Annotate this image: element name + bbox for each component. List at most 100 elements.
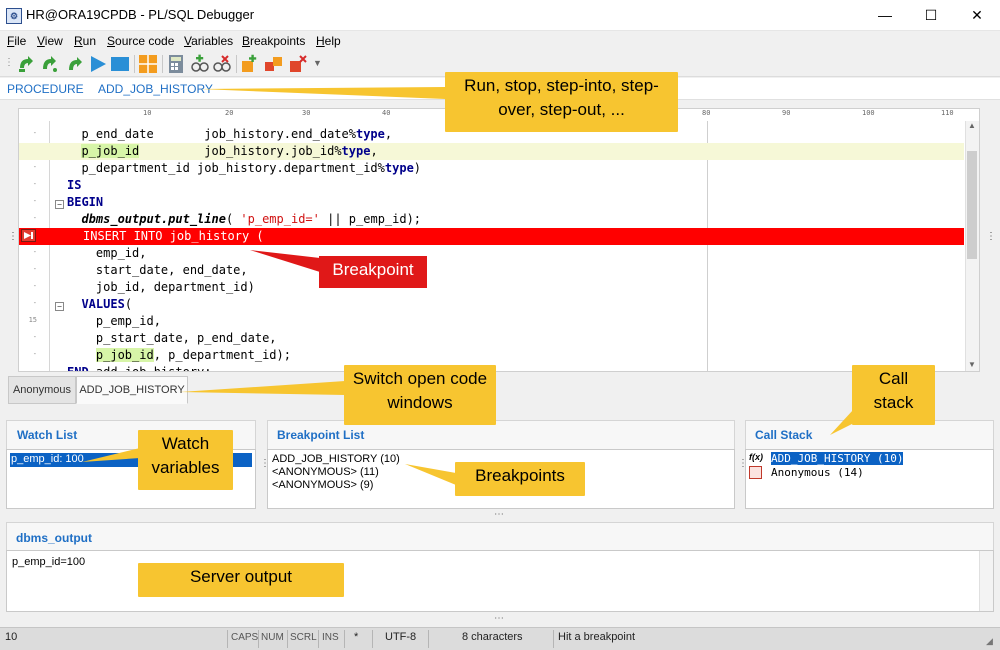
panel-splitter-handle[interactable]: ⋮ bbox=[260, 458, 270, 469]
status-ins: INS bbox=[322, 632, 339, 643]
code-line: END add_job_history; bbox=[19, 364, 964, 372]
right-splitter-handle[interactable]: ⋮ bbox=[986, 231, 996, 242]
code-text: dbms_output.put_line( 'p_emp_id=' || p_e… bbox=[81, 212, 422, 226]
dbms-output-text: p_emp_id=100 bbox=[12, 556, 86, 568]
add-breakpoint-icon[interactable] bbox=[240, 54, 260, 74]
call-stack-panel[interactable]: f(x) ADD_JOB_HISTORY (10) Anonymous (14) bbox=[745, 449, 994, 509]
menu-run[interactable]: Run bbox=[74, 34, 97, 48]
title-bar: ⚙ HR@ORA19CPDB - PL/SQL Debugger — ☐ ✕ bbox=[0, 0, 1000, 31]
menu-breakpoints[interactable]: Breakpoints bbox=[242, 34, 306, 48]
callout-breakpoint: Breakpoint bbox=[319, 256, 427, 288]
code-text: p_start_date, p_end_date, bbox=[67, 331, 277, 345]
call-stack-title: Call Stack bbox=[755, 428, 813, 442]
status-separator bbox=[258, 630, 259, 648]
output-scrollbar[interactable] bbox=[979, 551, 993, 611]
code-text: emp_id, bbox=[67, 246, 147, 260]
tab-anonymous[interactable]: Anonymous bbox=[8, 376, 76, 404]
code-text: BEGIN bbox=[67, 195, 104, 209]
code-line: BEGIN bbox=[19, 194, 964, 211]
close-button[interactable]: ✕ bbox=[971, 7, 983, 23]
code-editor[interactable]: 10 20 30 40 50 60 70 80 90 100 110 - 5 -… bbox=[18, 108, 980, 372]
ruler-tick: 90 bbox=[782, 109, 791, 117]
menu-view[interactable]: View bbox=[37, 34, 63, 48]
code-line: p_department_id job_history.department_i… bbox=[19, 160, 964, 177]
callout-server-output: Server output bbox=[138, 563, 344, 597]
breakpoint-line[interactable]: INSERT INTO job_history ( bbox=[19, 228, 964, 245]
breakpoint-item[interactable]: <ANONYMOUS> (9) bbox=[272, 479, 374, 491]
breakpoint-list-panel[interactable]: ADD_JOB_HISTORY (10) <ANONYMOUS> (11) <A… bbox=[267, 449, 735, 509]
procedure-keyword: PROCEDURE bbox=[7, 82, 84, 96]
breakpoint-item[interactable]: <ANONYMOUS> (11) bbox=[272, 466, 379, 478]
stop-icon[interactable] bbox=[110, 54, 130, 74]
code-text: p_job_id job_history.job_id%type, bbox=[81, 144, 378, 158]
horizontal-splitter-handle[interactable]: ⋯ bbox=[494, 613, 504, 624]
breakpoint-item[interactable]: ADD_JOB_HISTORY (10) bbox=[272, 453, 400, 465]
menu-file[interactable]: File bbox=[7, 34, 27, 48]
fold-toggle-icon[interactable]: − bbox=[55, 200, 64, 209]
step-into-icon[interactable] bbox=[40, 54, 60, 74]
scroll-down-icon[interactable]: ▼ bbox=[968, 360, 976, 369]
menu-variables[interactable]: Variables bbox=[184, 34, 234, 48]
column-80-marker bbox=[707, 121, 708, 371]
code-text: END add_job_history; bbox=[67, 365, 212, 372]
delete-breakpoint-icon[interactable] bbox=[288, 54, 308, 74]
menu-source-code[interactable]: Source code bbox=[107, 34, 175, 48]
line-number: - bbox=[32, 214, 37, 222]
enable-breakpoint-icon[interactable] bbox=[264, 54, 284, 74]
code-line: p_job_id, p_department_id); bbox=[19, 347, 964, 364]
code-text: job_id, department_id) bbox=[67, 280, 255, 294]
dbms-output-header: dbms_output bbox=[6, 522, 994, 550]
status-num: NUM bbox=[261, 632, 284, 643]
scrollbar-thumb[interactable] bbox=[967, 151, 977, 259]
call-stack-header: Call Stack bbox=[745, 420, 994, 450]
status-separator bbox=[553, 630, 554, 648]
line-number: 15 bbox=[28, 316, 37, 324]
status-caps: CAPS bbox=[231, 632, 259, 643]
status-separator bbox=[318, 630, 319, 648]
status-bar: 10 CAPS NUM SCRL INS * UTF-8 8 character… bbox=[0, 627, 1000, 650]
code-line: p_start_date, p_end_date, bbox=[19, 330, 964, 347]
code-line: p_emp_id, bbox=[19, 313, 964, 330]
menu-help[interactable]: Help bbox=[316, 34, 341, 48]
resize-grip-icon[interactable]: ◢ bbox=[986, 636, 993, 646]
code-line: p_end_date job_history.end_date%type, bbox=[19, 126, 964, 143]
status-line-number: 10 bbox=[5, 631, 18, 643]
code-text: p_emp_id, bbox=[67, 314, 161, 328]
dropdown-icon[interactable]: ▼ bbox=[313, 58, 322, 68]
run-icon[interactable] bbox=[88, 54, 108, 74]
anonymous-block-icon bbox=[749, 466, 762, 479]
code-line: emp_id, bbox=[19, 245, 964, 262]
status-chars: 8 characters bbox=[462, 631, 523, 643]
add-watch-icon[interactable] bbox=[190, 54, 210, 74]
line-number: - bbox=[19, 248, 37, 256]
maximize-button[interactable]: ☐ bbox=[924, 7, 938, 23]
tab-add-job-history[interactable]: ADD_JOB_HISTORY bbox=[76, 376, 188, 404]
horizontal-splitter-handle[interactable]: ⋯ bbox=[494, 509, 504, 520]
minimize-button[interactable]: — bbox=[878, 7, 892, 23]
ruler-tick: 100 bbox=[862, 109, 875, 117]
call-stack-item[interactable]: Anonymous (14) bbox=[771, 466, 864, 479]
line-number: - bbox=[32, 350, 37, 358]
code-text: IS bbox=[67, 178, 82, 192]
toolbar-grip: ⋮ bbox=[4, 57, 14, 68]
ruler-tick: 30 bbox=[302, 109, 311, 117]
breakpoint-toggle-icon[interactable] bbox=[138, 54, 158, 74]
remove-watch-icon[interactable] bbox=[212, 54, 232, 74]
panel-splitter-handle[interactable]: ⋮ bbox=[738, 458, 748, 469]
step-over-icon[interactable] bbox=[16, 54, 36, 74]
code-line: VALUES( bbox=[19, 296, 964, 313]
status-separator bbox=[372, 630, 373, 648]
status-modified: * bbox=[354, 631, 359, 643]
callout-breakpoints: Breakpoints bbox=[455, 462, 585, 496]
step-out-icon[interactable] bbox=[64, 54, 84, 74]
status-scrl: SCRL bbox=[290, 632, 317, 643]
call-stack-item[interactable]: ADD_JOB_HISTORY (10) bbox=[771, 452, 904, 465]
line-number: - bbox=[19, 163, 37, 171]
window-title: HR@ORA19CPDB - PL/SQL Debugger bbox=[26, 7, 255, 22]
scroll-up-icon[interactable]: ▲ bbox=[968, 121, 976, 130]
left-splitter-handle[interactable]: ⋮ bbox=[8, 231, 18, 242]
menu-bar: File View Run Source code Variables Brea… bbox=[0, 31, 1000, 51]
calculator-icon[interactable] bbox=[166, 54, 186, 74]
fold-toggle-icon[interactable]: − bbox=[55, 302, 64, 311]
